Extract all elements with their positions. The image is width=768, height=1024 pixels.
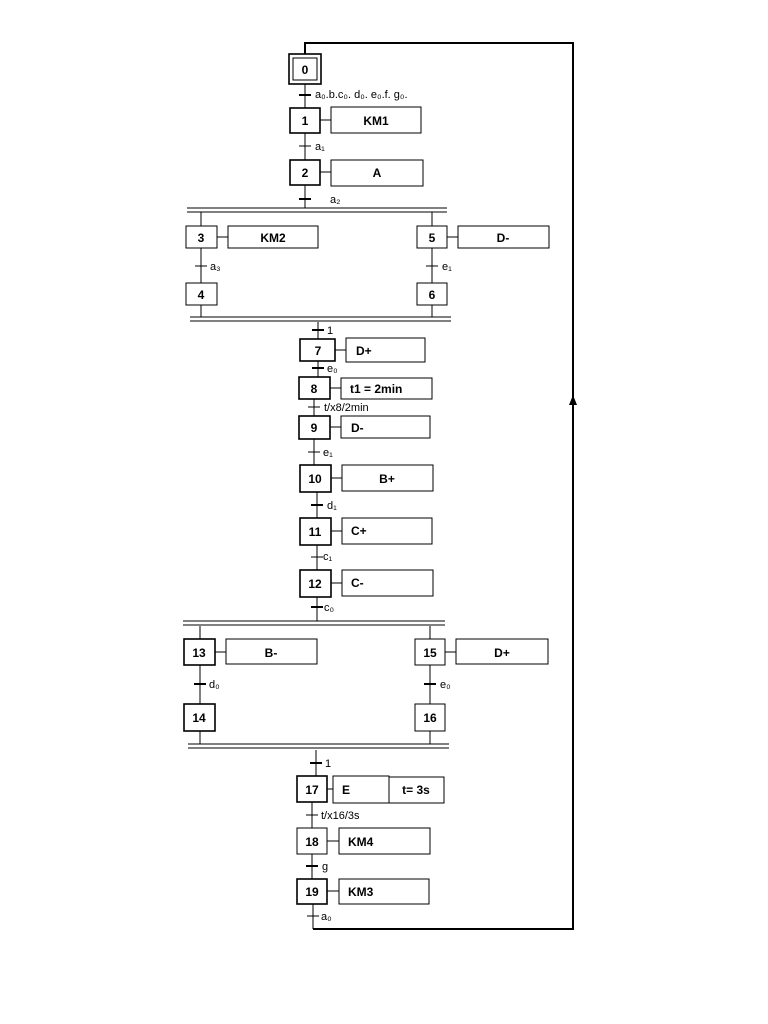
action-13: B- — [225, 638, 318, 665]
step-19-number: 19 — [305, 885, 319, 899]
step-6-number: 6 — [429, 288, 436, 302]
action-connectors — [215, 119, 458, 892]
step-4-number: 4 — [198, 288, 205, 302]
and-convergence-1 — [190, 316, 451, 322]
step-18-number: 18 — [305, 835, 319, 849]
step-11: 11 — [299, 517, 332, 546]
action-8-label: t1 = 2min — [350, 382, 402, 396]
step-5: 5 — [416, 225, 448, 249]
condition-18-19: g — [322, 861, 328, 873]
step-12-number: 12 — [308, 577, 322, 591]
action-10: B+ — [341, 464, 434, 492]
condition-19-0: a₀ — [321, 911, 332, 923]
step-8-number: 8 — [311, 382, 318, 396]
condition-8-9: t/x8/2min — [324, 402, 369, 414]
action-3-label: KM2 — [260, 231, 286, 245]
step-3: 3 — [185, 225, 218, 249]
step-8: 8 — [298, 376, 331, 400]
condition-13-14: d₀ — [209, 679, 220, 691]
action-17-timer-label: t= 3s — [402, 783, 430, 797]
action-9: D- — [340, 415, 431, 439]
condition-5-6: e₁ — [442, 261, 452, 273]
action-13-label: B- — [265, 646, 278, 660]
step-5-number: 5 — [429, 231, 436, 245]
condition-11-12: c₁ — [323, 551, 333, 563]
condition-17-18: t/x16/3s — [321, 810, 360, 822]
and-divergence-1 — [187, 207, 447, 213]
action-15: D+ — [455, 638, 549, 665]
condition-3-4: a₃ — [210, 261, 221, 273]
action-19: KM3 — [338, 878, 430, 905]
condition-9-10: e₁ — [323, 447, 333, 459]
action-17-timer: t= 3s — [388, 776, 445, 804]
condition-12-divergence: c₀ — [324, 602, 334, 614]
step-4: 4 — [185, 282, 218, 306]
step-12: 12 — [299, 569, 332, 598]
step-13: 13 — [183, 638, 216, 666]
action-17-e: E — [332, 775, 390, 804]
step-2: 2 — [289, 159, 321, 186]
action-12-label: C- — [351, 576, 364, 590]
transition-ticks — [194, 94, 438, 917]
step-10-number: 10 — [308, 472, 322, 486]
condition-convergence-2: 1 — [325, 758, 331, 770]
step-14: 14 — [183, 703, 216, 732]
action-15-label: D+ — [494, 646, 510, 660]
action-2-label: A — [373, 166, 382, 180]
step-0-initial: 0 — [288, 53, 322, 85]
action-1: KM1 — [330, 106, 422, 134]
step-14-number: 14 — [192, 711, 206, 725]
return-arrow — [569, 395, 577, 405]
action-7-label: D+ — [356, 344, 372, 358]
condition-15-16: e₀ — [440, 679, 451, 691]
step-17: 17 — [296, 775, 328, 803]
and-convergence-2 — [188, 743, 449, 749]
step-18: 18 — [296, 827, 328, 855]
condition-0-1: a₀.b.c₀. d₀. e₀.f. g₀. — [315, 89, 408, 101]
action-5: D- — [457, 225, 550, 249]
step-3-number: 3 — [198, 231, 205, 245]
action-8: t1 = 2min — [340, 377, 433, 400]
step-16-number: 16 — [423, 711, 437, 725]
action-18-label: KM4 — [348, 835, 374, 849]
action-19-label: KM3 — [348, 885, 374, 899]
condition-7-8: e₀ — [327, 363, 338, 375]
action-17-e-label: E — [342, 783, 350, 797]
step-16: 16 — [414, 703, 446, 732]
step-9: 9 — [298, 415, 331, 440]
step-1: 1 — [289, 107, 321, 134]
condition-10-11: d₁ — [327, 500, 337, 512]
step-0-number: 0 — [302, 63, 309, 77]
transition-conditions: a₀.b.c₀. d₀. e₀.f. g₀. a₁ a₂ a₃ e₁ 1 e₀ … — [209, 89, 452, 923]
action-11: C+ — [341, 517, 433, 545]
step-15: 15 — [414, 638, 446, 666]
step-1-number: 1 — [302, 114, 309, 128]
condition-1-2: a₁ — [315, 141, 325, 153]
step-10: 10 — [299, 464, 332, 493]
action-7: D+ — [345, 337, 426, 363]
step-13-number: 13 — [192, 646, 206, 660]
and-divergence-2 — [183, 620, 445, 626]
action-10-label: B+ — [379, 472, 395, 486]
step-15-number: 15 — [423, 646, 437, 660]
condition-2-divergence: a₂ — [330, 194, 340, 206]
action-2: A — [330, 159, 424, 187]
step-7: 7 — [299, 338, 336, 362]
step-17-number: 17 — [305, 783, 319, 797]
step-9-number: 9 — [311, 421, 318, 435]
action-12: C- — [341, 569, 434, 597]
action-1-label: KM1 — [363, 114, 389, 128]
step-6: 6 — [416, 282, 448, 306]
step-11-number: 11 — [309, 525, 322, 539]
step-7-number: 7 — [315, 344, 322, 358]
action-5-label: D- — [497, 231, 510, 245]
step-19: 19 — [296, 878, 328, 905]
step-2-number: 2 — [302, 166, 309, 180]
action-9-label: D- — [351, 421, 364, 435]
action-3: KM2 — [227, 225, 319, 249]
condition-convergence-1: 1 — [327, 325, 333, 337]
action-11-label: C+ — [351, 524, 367, 538]
action-18: KM4 — [338, 827, 431, 855]
